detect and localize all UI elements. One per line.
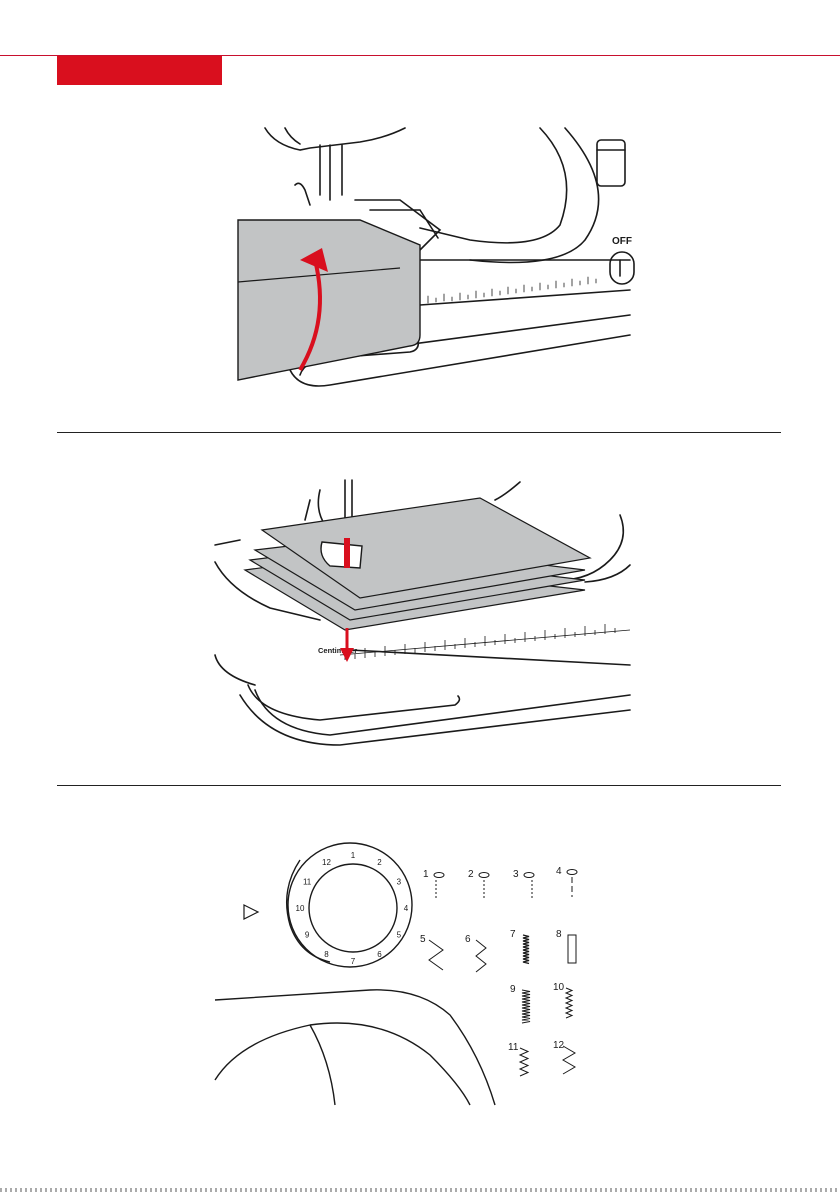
basting-stitch-icon bbox=[567, 870, 577, 898]
stitch-number: 10 bbox=[553, 982, 565, 993]
zigzag-wide-icon bbox=[429, 940, 443, 970]
stitch-number: 9 bbox=[510, 984, 516, 995]
dial-number: 2 bbox=[377, 858, 382, 867]
large-zigzag-icon bbox=[563, 1046, 575, 1074]
dial-number: 6 bbox=[377, 950, 382, 959]
dial-number: 9 bbox=[305, 931, 310, 940]
dial-pointer-icon bbox=[244, 905, 258, 919]
section-divider bbox=[57, 432, 781, 433]
section-tab bbox=[57, 56, 222, 85]
dial-number: 4 bbox=[404, 904, 409, 913]
stitch-number: 6 bbox=[465, 934, 471, 945]
section-divider bbox=[57, 785, 781, 786]
illustration-fabric-flip: OFF bbox=[0, 120, 840, 390]
stitch-number: 3 bbox=[513, 869, 519, 880]
dense-zigzag-icon bbox=[522, 990, 530, 1023]
dial-number: 1 bbox=[351, 851, 356, 860]
satin-stitch-icon bbox=[523, 935, 529, 964]
zigzag-narrow-icon bbox=[476, 940, 486, 972]
dial-number: 12 bbox=[322, 858, 331, 867]
straight-stitch-right-icon bbox=[524, 873, 534, 901]
dial-number: 10 bbox=[296, 904, 305, 913]
dial-number: 8 bbox=[324, 950, 329, 959]
stitch-number: 5 bbox=[420, 934, 426, 945]
dial-number: 3 bbox=[397, 878, 402, 887]
fabric-layers bbox=[245, 498, 590, 630]
power-switch-label: OFF bbox=[612, 236, 632, 247]
fabric-piece bbox=[238, 220, 420, 380]
buttonhole-icon bbox=[568, 935, 576, 963]
ruler bbox=[340, 624, 630, 660]
page-bottom-edge bbox=[0, 1188, 840, 1192]
stitch-number: 2 bbox=[468, 869, 474, 880]
stitch-number: 1 bbox=[423, 869, 429, 880]
stitch-number: 8 bbox=[556, 929, 562, 940]
dial-number: 11 bbox=[303, 878, 312, 887]
stitch-number: 12 bbox=[553, 1040, 565, 1051]
needle-marker bbox=[344, 538, 350, 568]
dial-number: 5 bbox=[397, 931, 402, 940]
multi-zigzag-icon bbox=[520, 1048, 528, 1076]
stitch-number: 11 bbox=[508, 1042, 519, 1053]
illustration-layered-fabric: Centimeter bbox=[0, 470, 840, 760]
straight-stitch-left-icon bbox=[434, 873, 444, 901]
stitch-number: 4 bbox=[556, 866, 562, 877]
straight-stitch-center-icon bbox=[479, 873, 489, 901]
stitch-number: 7 bbox=[510, 929, 516, 940]
dial-number: 7 bbox=[351, 957, 356, 966]
fine-zigzag-icon bbox=[566, 988, 572, 1018]
stitch-dial[interactable] bbox=[287, 843, 412, 967]
